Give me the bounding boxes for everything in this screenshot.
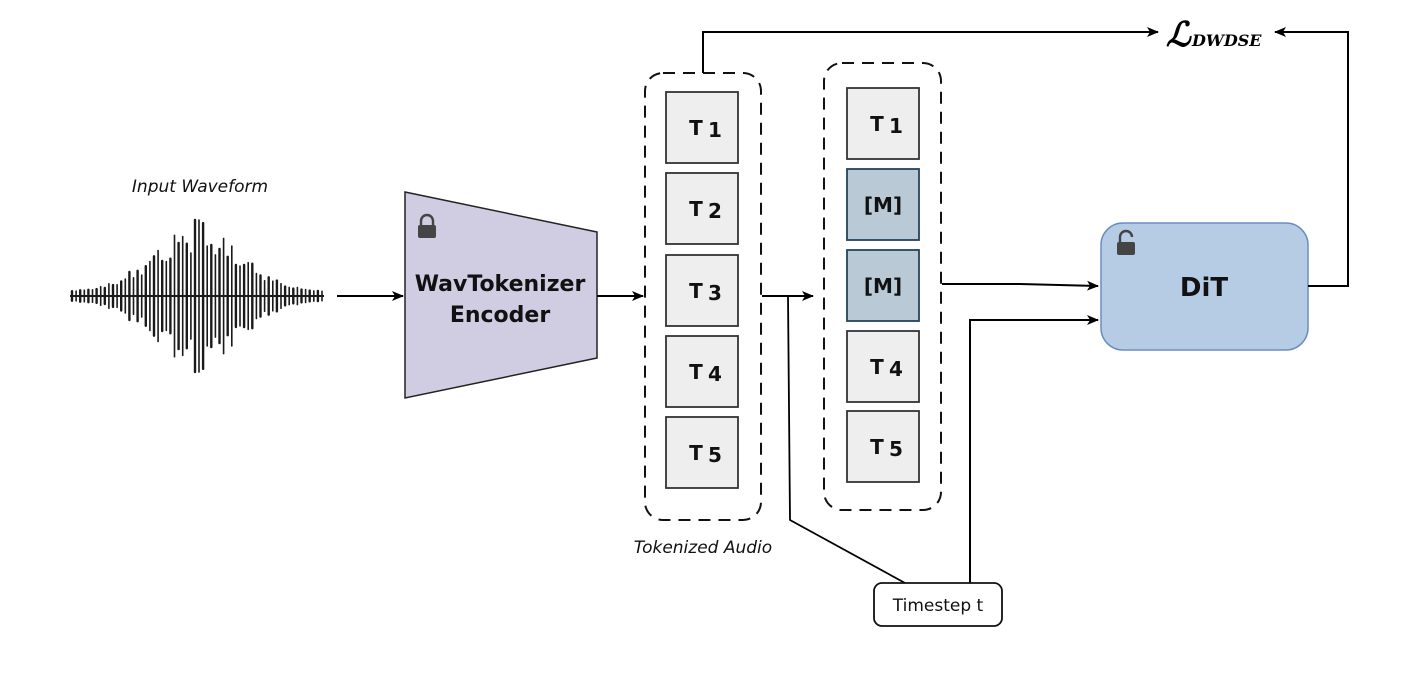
tokenized-token-label-2: T bbox=[689, 197, 703, 221]
tokenized-token-subscript-5: 5 bbox=[708, 443, 722, 467]
tokenized-token-box-2 bbox=[665, 172, 739, 245]
masked-token-label-1: T bbox=[870, 112, 884, 136]
dit-block: DiT bbox=[1100, 222, 1309, 351]
masked-token-label-5: T bbox=[870, 435, 884, 459]
tokenized-token-label-1: T bbox=[689, 116, 703, 140]
timestep-label: Timestep t bbox=[892, 596, 984, 616]
tokenized-token-box-3 bbox=[665, 254, 739, 327]
masked-token-box-3 bbox=[846, 249, 920, 322]
tokenized-token-label-3: T bbox=[689, 279, 703, 303]
tokenized-token-subscript-3: 3 bbox=[708, 281, 722, 305]
loss-label: ℒ DWDSE bbox=[1166, 15, 1262, 55]
encoder-block: WavTokenizer Encoder bbox=[404, 191, 598, 399]
tokenized-token-label-5: T bbox=[689, 441, 703, 465]
masked-token-subscript-1: 1 bbox=[889, 114, 903, 138]
lock-icon bbox=[418, 213, 436, 238]
masked-token-subscript-5: 5 bbox=[889, 437, 903, 461]
masked-token-subscript-4: 4 bbox=[889, 357, 903, 381]
tokenized-token-box-1 bbox=[665, 91, 739, 164]
masked-tokens-group bbox=[823, 62, 942, 511]
arrow-timestep-to-dit bbox=[969, 315, 1099, 583]
masked-token-box-1 bbox=[846, 87, 920, 160]
tokenized-token-subscript-1: 1 bbox=[708, 118, 722, 142]
tokenized-token-box-4 bbox=[665, 335, 739, 408]
tokenized-token-label-4: T bbox=[689, 360, 703, 384]
masked-token-label-3: [M] bbox=[864, 274, 902, 298]
unlocked-icon bbox=[1117, 229, 1135, 255]
tokenized-audio-label: Tokenized Audio bbox=[634, 538, 772, 558]
input-waveform-label: Input Waveform bbox=[132, 177, 268, 197]
loss-symbol: ℒ bbox=[1166, 15, 1192, 55]
arrow-dit-to-loss bbox=[1274, 27, 1349, 287]
masked-token-label-2: [M] bbox=[864, 193, 902, 217]
loss-subscript: DWDSE bbox=[1191, 31, 1262, 50]
tokenized-token-subscript-2: 2 bbox=[708, 199, 722, 223]
masked-token-box-2 bbox=[846, 168, 920, 241]
masked-token-box-4 bbox=[846, 330, 920, 403]
masked-token-box-5 bbox=[846, 410, 920, 483]
waveform-graphic bbox=[70, 218, 324, 374]
encoder-label-line1: WavTokenizer bbox=[415, 272, 586, 297]
encoder-label-line2: Encoder bbox=[450, 303, 551, 328]
tokenized-token-box-5 bbox=[665, 416, 739, 489]
arrow-masked-to-dit bbox=[942, 280, 1099, 291]
dit-label: DiT bbox=[1180, 273, 1228, 303]
timestep-box: Timestep t bbox=[873, 582, 1003, 627]
arrow-tokens-to-loss bbox=[702, 27, 1159, 73]
line-tokens-to-timestep bbox=[787, 295, 906, 584]
tokenized-token-subscript-4: 4 bbox=[708, 362, 722, 386]
masked-token-label-4: T bbox=[870, 355, 884, 379]
